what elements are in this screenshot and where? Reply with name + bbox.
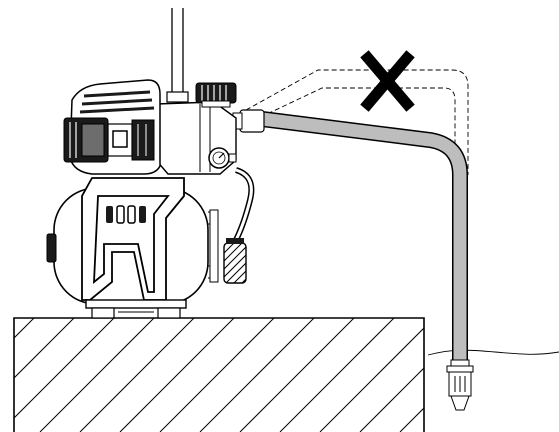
water-surface-line <box>427 349 559 356</box>
base-plate <box>85 299 187 319</box>
outlet-pipe <box>166 8 189 103</box>
foot-valve <box>446 359 474 411</box>
terminal-box <box>63 117 155 163</box>
pump-head <box>155 82 237 175</box>
incorrect-pipe-route <box>245 69 469 175</box>
ground-platform <box>13 317 425 432</box>
pressure-gauge-icon <box>208 147 237 169</box>
priming-plug <box>195 82 237 108</box>
pressure-switch <box>223 238 247 284</box>
cross-mark-icon <box>360 50 415 112</box>
suction-pipe <box>232 109 468 362</box>
support-bracket <box>81 177 185 301</box>
motor <box>63 79 161 175</box>
